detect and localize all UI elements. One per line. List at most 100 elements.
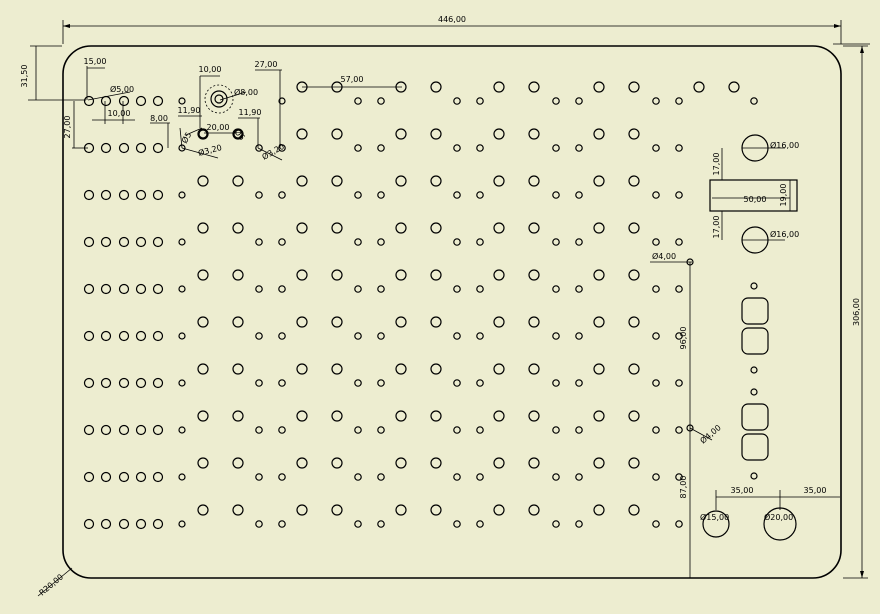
pattern-hole-a-r5c9 xyxy=(628,363,640,375)
pattern-hole-b-r5c1 xyxy=(278,379,286,387)
pattern-hole-b-r1c2 xyxy=(354,191,362,199)
left-hole-r5c2 xyxy=(118,330,130,342)
pattern-hole-b-r7c3 xyxy=(377,473,385,481)
pattern-hole-a-r8c9 xyxy=(628,504,640,516)
small-hole-a-r0 xyxy=(178,97,186,105)
pattern-hole-a-r1c2 xyxy=(296,175,308,187)
pattern-hole-a-r4c1 xyxy=(232,316,244,328)
hole-5-special xyxy=(198,129,208,139)
pattern-hole-b-r1c9 xyxy=(675,191,683,199)
left-hole-r4c2 xyxy=(118,283,130,295)
pattern-hole-a-r6c3 xyxy=(331,410,343,422)
spacing-10-label: 10,00 xyxy=(108,109,131,118)
pattern-hole-b-r8c4 xyxy=(453,520,461,528)
pattern-hole-a-r7c3 xyxy=(331,457,343,469)
pattern-hole-a-r8c2 xyxy=(296,504,308,516)
spacing-57-label: 57,00 xyxy=(341,75,364,84)
top-small-hole-4 xyxy=(552,97,560,105)
pattern-hole-b-r8c7 xyxy=(575,520,583,528)
left-hole-r2c1 xyxy=(100,189,112,201)
pattern-hole-b-r0c5 xyxy=(476,144,484,152)
pattern-hole-b-r0c8 xyxy=(652,144,660,152)
pattern-hole-a-r2c9 xyxy=(628,222,640,234)
pattern-hole-a-r4c7 xyxy=(528,316,540,328)
square-2 xyxy=(741,327,769,355)
pattern-hole-b-r0c1 xyxy=(278,144,286,152)
pattern-hole-a-r0c1 xyxy=(232,128,244,140)
pattern-hole-b-r2c1 xyxy=(278,238,286,246)
pattern-hole-a-r7c2 xyxy=(296,457,308,469)
left-hole-r3c3 xyxy=(135,236,147,248)
pattern-hole-a-r1c4 xyxy=(395,175,407,187)
pattern-hole-a-r6c0 xyxy=(197,410,209,422)
small-hole-a-r7 xyxy=(178,426,186,434)
overall-width-dimension: 446,00 xyxy=(62,15,870,45)
pattern-hole-a-r8c0 xyxy=(197,504,209,516)
spacing-8-label: 8,00 xyxy=(150,114,168,123)
pattern-hole-b-r3c3 xyxy=(377,285,385,293)
pattern-hole-b-r6c4 xyxy=(453,426,461,434)
pattern-hole-b-r0c2 xyxy=(354,144,362,152)
pattern-hole-a-r8c3 xyxy=(331,504,343,516)
left-hole-r9c3 xyxy=(135,518,147,530)
top-left-dimensions: 31,50 15,00 27,00 Ø5,00 10,00 8,00 11,90… xyxy=(20,45,402,162)
pattern-hole-b-r6c8 xyxy=(652,426,660,434)
pattern-hole-b-r3c4 xyxy=(453,285,461,293)
spacing-35-a-label: 35,00 xyxy=(731,486,754,495)
pattern-hole-a-r6c1 xyxy=(232,410,244,422)
pattern-hole-a-r4c5 xyxy=(430,316,442,328)
pattern-hole-a-r7c0 xyxy=(197,457,209,469)
pattern-hole-b-r4c6 xyxy=(552,332,560,340)
pattern-hole-b-r4c9 xyxy=(675,332,683,340)
pattern-hole-b-r2c8 xyxy=(652,238,660,246)
pattern-hole-b-r2c4 xyxy=(453,238,461,246)
top-hole-5 xyxy=(528,81,540,93)
pattern-hole-b-r8c1 xyxy=(278,520,286,528)
pattern-hole-b-r0c3 xyxy=(377,144,385,152)
pattern-hole-a-r6c2 xyxy=(296,410,308,422)
left-hole-r2c3 xyxy=(135,189,147,201)
left-hole-r7c3 xyxy=(135,424,147,436)
pattern-hole-a-r0c8 xyxy=(593,128,605,140)
small-hole-a-r6 xyxy=(178,379,186,387)
pattern-hole-b-r7c6 xyxy=(552,473,560,481)
left-offset-label: 15,00 xyxy=(84,57,107,66)
top-small-hole-0 xyxy=(354,97,362,105)
left-hole-r5c1 xyxy=(100,330,112,342)
left-hole-r8c2 xyxy=(118,471,130,483)
pattern-hole-b-r3c2 xyxy=(354,285,362,293)
pattern-hole-a-r6c4 xyxy=(395,410,407,422)
pattern-hole-b-r7c1 xyxy=(278,473,286,481)
pattern-hole-b-r3c8 xyxy=(652,285,660,293)
slot-gap-bottom-label: 17,00 xyxy=(712,216,721,239)
left-hole-r4c1 xyxy=(100,283,112,295)
left-hole-r5c0 xyxy=(83,330,95,342)
pattern-hole-a-r5c7 xyxy=(528,363,540,375)
left-hole-r6c3 xyxy=(135,377,147,389)
pattern-hole-b-r8c5 xyxy=(476,520,484,528)
top-small-hole-6 xyxy=(652,97,660,105)
pattern-hole-a-r5c0 xyxy=(197,363,209,375)
left-hole-r9c0 xyxy=(83,518,95,530)
pattern-hole-a-r5c2 xyxy=(296,363,308,375)
left-hole-r4c3 xyxy=(135,283,147,295)
dia-20-label: Ø20,00 xyxy=(764,512,793,522)
spacing-35-b-label: 35,00 xyxy=(804,486,827,495)
pattern-hole-a-r3c3 xyxy=(331,269,343,281)
slot-gap-top-label: 17,00 xyxy=(712,153,721,176)
pattern-hole-b-r0c0 xyxy=(255,144,263,152)
top-hole-1 xyxy=(331,81,343,93)
pattern-hole-a-r0c3 xyxy=(331,128,343,140)
pattern-hole-a-r8c7 xyxy=(528,504,540,516)
dia-16-top-label: Ø16,00 xyxy=(770,140,799,150)
pattern-hole-b-r7c7 xyxy=(575,473,583,481)
pattern-hole-a-r2c7 xyxy=(528,222,540,234)
left-hole-r0c3 xyxy=(135,95,147,107)
top-offset-label: 31,50 xyxy=(20,65,29,88)
left-hole-r1c4 xyxy=(152,142,164,154)
left-hole-r1c0 xyxy=(83,142,95,154)
pattern-hole-a-r2c0 xyxy=(197,222,209,234)
left-hole-r3c0 xyxy=(83,236,95,248)
corner-radius-label: R20,00 xyxy=(38,572,66,597)
pattern-hole-a-r6c6 xyxy=(493,410,505,422)
